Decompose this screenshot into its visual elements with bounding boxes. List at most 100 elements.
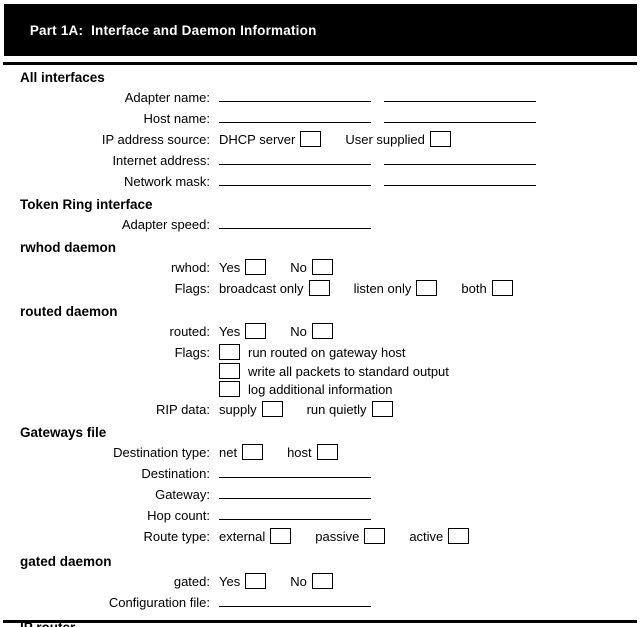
option-label: Yes	[219, 260, 241, 275]
row-adapter-name: Adapter name:	[20, 87, 640, 108]
option-supply: supply	[219, 401, 283, 417]
checkbox-passive[interactable]	[364, 528, 386, 544]
fill-in-line[interactable]	[384, 88, 536, 102]
row-content	[219, 466, 371, 481]
field-label-flags: Flags:	[174, 345, 210, 360]
option-both: both	[461, 280, 513, 296]
checkbox-external[interactable]	[270, 528, 292, 544]
flag-label: run routed on gateway host	[248, 345, 406, 360]
fill-in-line[interactable]	[219, 172, 371, 186]
field-label-rip-data: RIP data:	[156, 402, 210, 417]
field-label-flags: Flags:	[174, 281, 210, 296]
checkbox-net[interactable]	[242, 444, 264, 460]
option-label: No	[290, 260, 307, 275]
checkbox-active[interactable]	[448, 528, 470, 544]
field-label-gateway: Gateway:	[155, 487, 210, 502]
option-yes: Yes	[219, 573, 267, 589]
checkbox-dhcp-server[interactable]	[300, 131, 322, 147]
option-listen-only: listen only	[353, 280, 438, 296]
checkbox-host[interactable]	[316, 444, 338, 460]
fill-in-line[interactable]	[384, 172, 536, 186]
option-no: No	[290, 259, 333, 275]
option-dhcp-server: DHCP server	[219, 131, 322, 147]
flag-log-additional-information: log additional information	[219, 381, 393, 397]
field-label-routed: routed:	[169, 324, 210, 339]
option-label: run quietly	[306, 402, 367, 417]
option-label: User supplied	[345, 132, 425, 147]
checkbox-yes[interactable]	[245, 573, 267, 589]
fill-in-line[interactable]	[219, 464, 371, 478]
checkbox-run-quietly[interactable]	[371, 401, 393, 417]
option-yes: Yes	[219, 259, 267, 275]
checkbox-no[interactable]	[311, 573, 333, 589]
option-label: listen only	[353, 281, 412, 296]
checkbox-run-routed-on-gateway-host[interactable]	[219, 344, 240, 360]
field-label-destination: Destination:	[141, 466, 210, 481]
field-label-ip-address-source: IP address source:	[101, 132, 210, 147]
option-user-supplied: User supplied	[345, 131, 451, 147]
checkbox-listen-only[interactable]	[416, 280, 438, 296]
fill-in-line[interactable]	[219, 593, 371, 607]
fill-in-line[interactable]	[219, 151, 371, 165]
row-content	[219, 217, 371, 232]
bottom-rule	[3, 620, 637, 623]
flag-run-routed-on-gateway-host: run routed on gateway host	[219, 344, 406, 360]
fill-in-line[interactable]	[219, 109, 371, 123]
fill-in-line[interactable]	[219, 88, 371, 102]
fill-in-line[interactable]	[384, 151, 536, 165]
row-content: supply run quietly	[219, 401, 393, 417]
option-no: No	[290, 573, 333, 589]
checkbox-user-supplied[interactable]	[429, 131, 451, 147]
checkbox-no[interactable]	[311, 323, 333, 339]
row-gateway: Gateway:	[20, 484, 640, 505]
row-content	[219, 153, 536, 168]
title-bar: Part 1A: Interface and Daemon Informatio…	[4, 4, 637, 56]
checkbox-supply[interactable]	[261, 401, 283, 417]
row-content	[219, 90, 536, 105]
row-log-additional-information: log additional information	[20, 381, 640, 399]
option-label: DHCP server	[219, 132, 296, 147]
option-broadcast-only: broadcast only	[219, 280, 330, 296]
row-flags: Flags: broadcast only listen only both	[20, 278, 640, 299]
row-configuration-file: Configuration file:	[20, 592, 640, 613]
field-label-network-mask: Network mask:	[124, 174, 210, 189]
checkbox-log-additional-information[interactable]	[219, 381, 240, 397]
field-label-adapter-speed: Adapter speed:	[121, 217, 210, 232]
row-internet-address: Internet address:	[20, 150, 640, 171]
checkbox-yes[interactable]	[245, 323, 267, 339]
checkbox-no[interactable]	[311, 259, 333, 275]
row-content: log additional information	[219, 381, 393, 397]
fill-in-line[interactable]	[219, 215, 371, 229]
flag-write-all-packets-to-standard-output: write all packets to standard output	[219, 363, 449, 379]
option-label: active	[409, 529, 444, 544]
fill-in-line[interactable]	[384, 109, 536, 123]
section-heading-rwhod-daemon: rwhod daemon	[20, 240, 117, 255]
checkbox-yes[interactable]	[245, 259, 267, 275]
fill-in-line[interactable]	[219, 485, 371, 499]
row-rip-data: RIP data: supply run quietly	[20, 399, 640, 420]
checkbox-both[interactable]	[491, 280, 513, 296]
top-rule	[3, 62, 637, 65]
section-heading-token-ring-interface: Token Ring interface	[20, 197, 153, 212]
checkbox-broadcast-only[interactable]	[308, 280, 330, 296]
option-host: host	[287, 444, 338, 460]
section-heading-ip-router: IP router	[20, 619, 640, 627]
row-adapter-speed: Adapter speed:	[20, 214, 640, 235]
option-label: external	[219, 529, 266, 544]
row-flags: Flags: run routed on gateway host	[20, 342, 640, 363]
option-label: both	[461, 281, 487, 296]
fill-in-line[interactable]	[219, 506, 371, 520]
option-passive: passive	[315, 528, 386, 544]
checkbox-write-all-packets-to-standard-output[interactable]	[219, 363, 240, 379]
